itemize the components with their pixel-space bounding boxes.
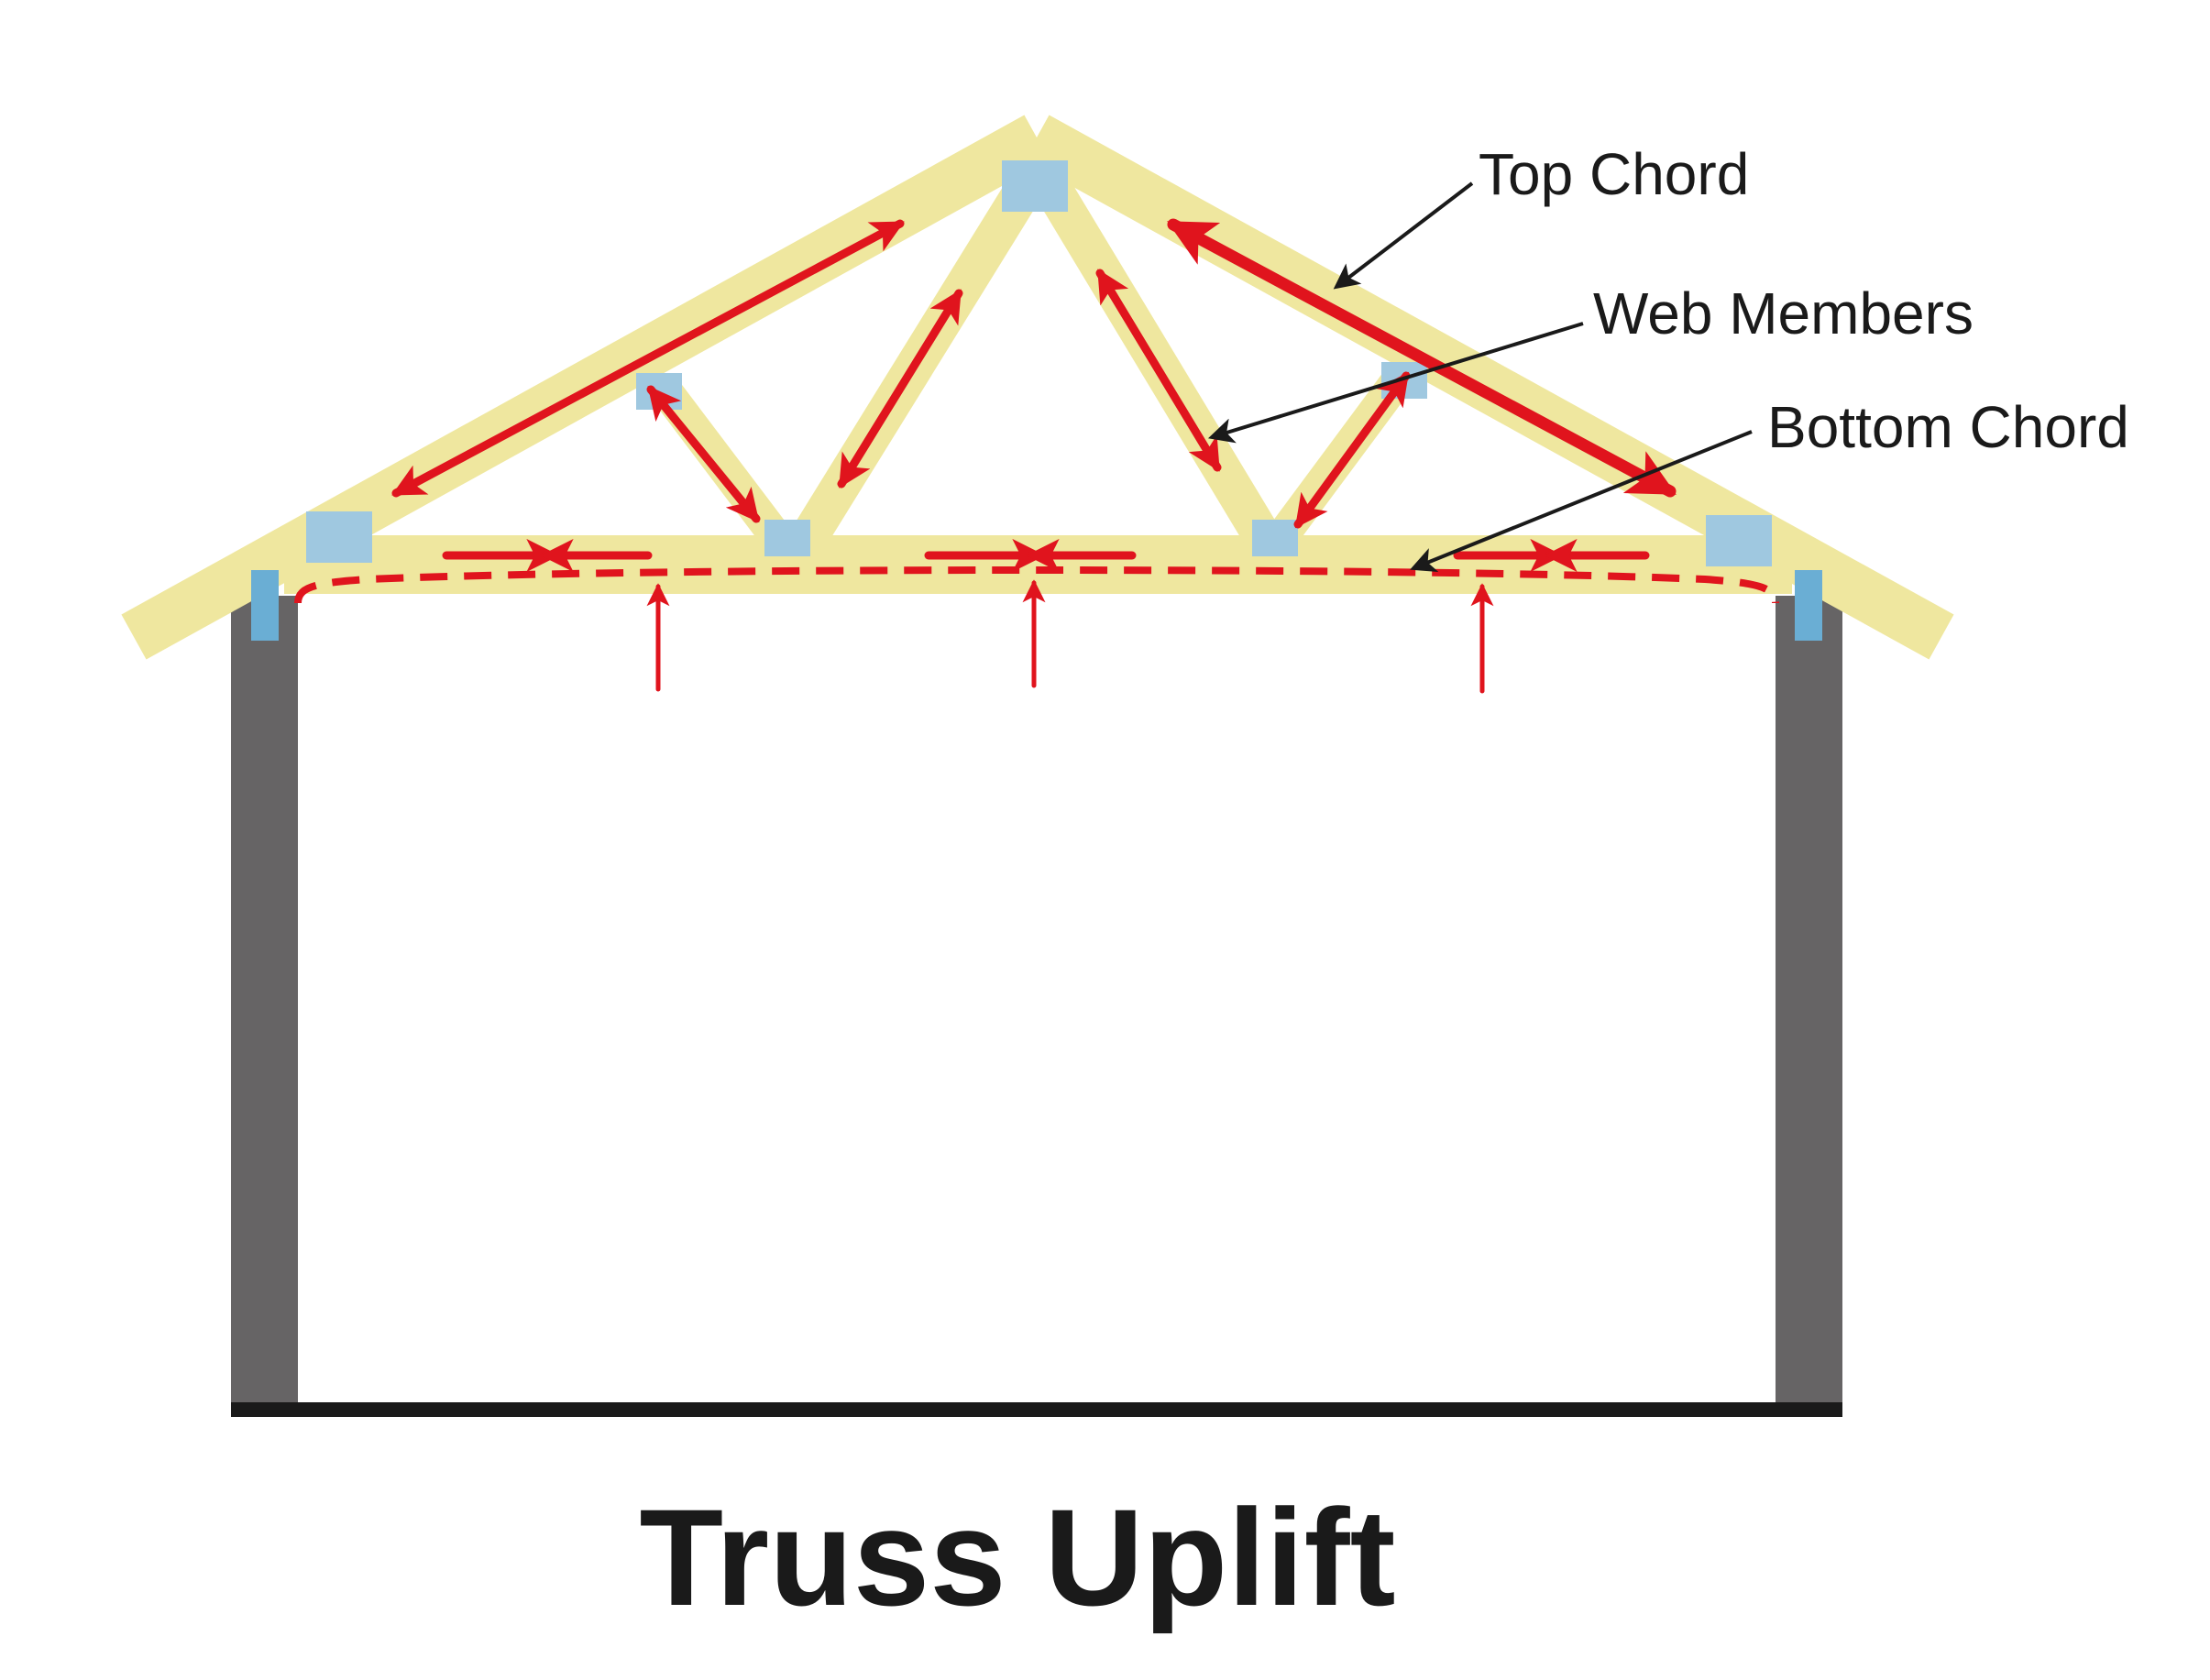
force-arrow-web-2 xyxy=(837,289,963,489)
right-wall xyxy=(1776,596,1842,1410)
gusset-plates xyxy=(306,160,1772,566)
bottom-chord-label: Bottom Chord xyxy=(1767,394,2129,460)
deflected-bottom-chord-dashed-line xyxy=(294,565,1779,604)
gusset-plate-left-heel xyxy=(306,511,372,563)
gusset-plate-left-lower xyxy=(764,520,810,556)
callout-leaders xyxy=(1207,181,1753,573)
force-arrow-top-chord-right xyxy=(1167,218,1677,498)
force-arrows xyxy=(294,218,1779,694)
diagram-title: Truss Uplift xyxy=(639,1480,1395,1634)
gusset-plate-right-heel xyxy=(1706,515,1772,566)
web-members-leader xyxy=(1207,322,1584,444)
right-wall-plate xyxy=(1795,570,1822,641)
gusset-plate-right-lower xyxy=(1252,520,1298,556)
left-wall xyxy=(231,596,298,1410)
force-arrow-web-4 xyxy=(1293,371,1411,529)
floor-line xyxy=(231,1402,1842,1417)
web-members-label: Web Members xyxy=(1593,280,1974,346)
force-arrow-web-1 xyxy=(646,385,761,523)
force-arrow-web-3 xyxy=(1095,269,1222,472)
top-chord-leader xyxy=(1333,181,1474,290)
top-chord-label: Top Chord xyxy=(1479,141,1749,207)
force-arrow-top-chord-left xyxy=(391,219,905,498)
left-wall-plate xyxy=(251,570,279,641)
gusset-plate-peak xyxy=(1002,160,1068,212)
truss xyxy=(121,115,1954,660)
bottom-chord-leader xyxy=(1410,430,1753,573)
